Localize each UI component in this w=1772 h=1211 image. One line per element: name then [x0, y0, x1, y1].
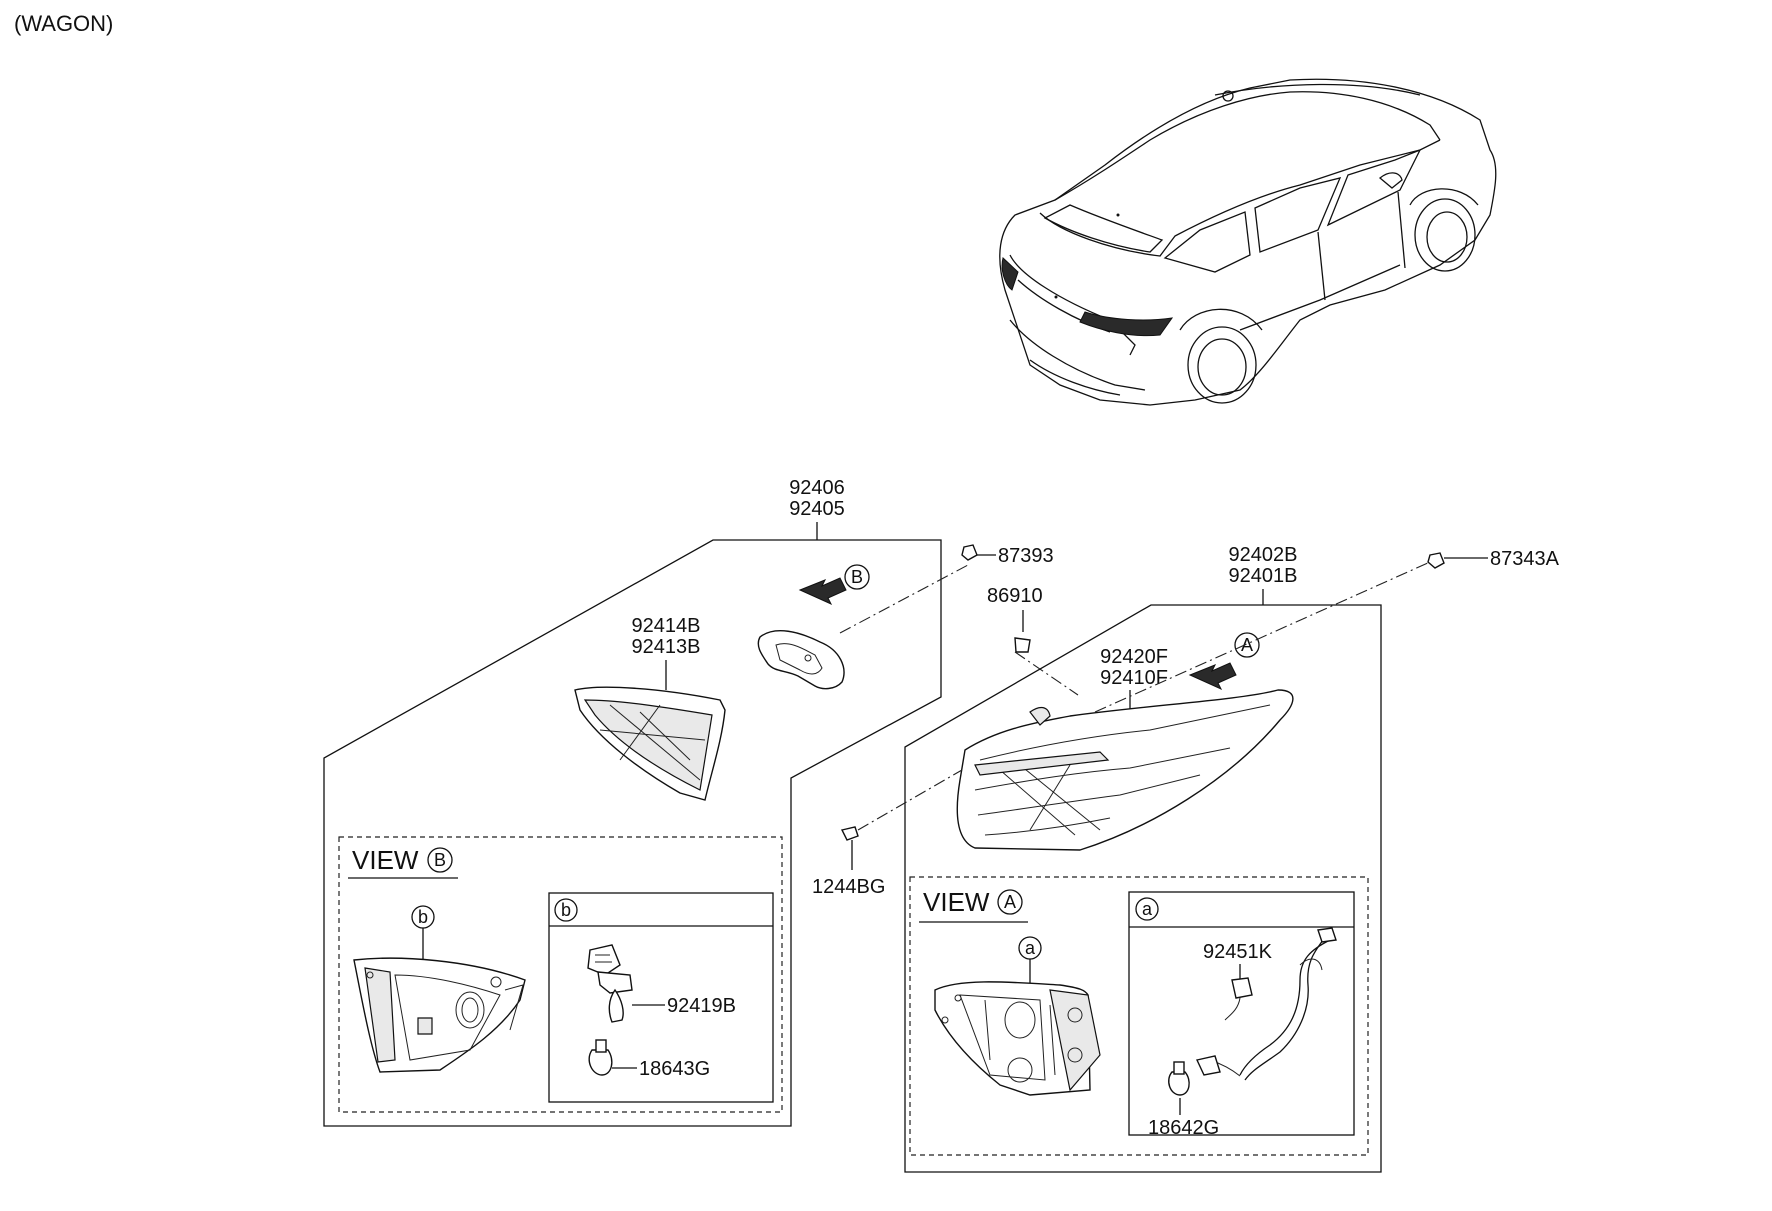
view-a-title: VIEW — [923, 887, 990, 917]
view-a-arrow — [1188, 662, 1237, 691]
screw-1244BG: 1244BG — [812, 769, 963, 898]
wiring-harness-92451K — [1209, 927, 1337, 1081]
bulb-18643G — [588, 1039, 613, 1076]
detail-a-letter: a — [1142, 899, 1153, 919]
variant-label: (WAGON) — [14, 11, 113, 36]
part-number-92413B: 92413B — [632, 636, 701, 658]
lamp-cover-gasket — [757, 630, 845, 690]
part-number-86910: 86910 — [987, 585, 1043, 607]
outer-rear-lamp — [956, 689, 1294, 851]
socket-92419B — [587, 944, 633, 1023]
car-illustration — [999, 78, 1497, 406]
view-b-title: VIEW — [352, 845, 419, 875]
outer-lamp-back-view — [934, 981, 1101, 1096]
marker-a-callout: a — [1025, 938, 1036, 958]
view-b-arrow — [798, 577, 847, 606]
fastener-87393: 87393 — [961, 544, 1054, 567]
part-number-92419B: 92419B — [667, 995, 736, 1017]
view-b-callout-letter: B — [851, 567, 863, 587]
part-number-92402B: 92402B — [1229, 544, 1298, 566]
part-number-92406: 92406 — [789, 477, 845, 499]
part-number-1244BG: 1244BG — [812, 876, 885, 898]
part-number-18643G: 18643G — [639, 1058, 710, 1080]
view-a-panel: VIEW A a a 92451K — [909, 876, 1369, 1156]
inner-lamp-back-view — [353, 957, 526, 1073]
fastener-87343A: 87343A — [1427, 548, 1560, 570]
part-number-92401B: 92401B — [1229, 565, 1298, 587]
fastener-86910: 86910 — [987, 585, 1079, 696]
part-number-18642G: 18642G — [1148, 1117, 1219, 1139]
part-number-92410F: 92410F — [1100, 667, 1168, 689]
view-a-letter: A — [1004, 892, 1016, 912]
part-number-92451K: 92451K — [1203, 941, 1273, 963]
view-a-callout — [1234, 632, 1260, 658]
inner-lamp-assembly: 92406 92405 B 92414B 92413B — [323, 477, 969, 1127]
view-a-callout-letter: A — [1241, 635, 1253, 655]
outer-lamp-assembly: 92402B 92401B A 92420F 92410F — [904, 544, 1431, 1173]
inner-rear-lamp — [574, 686, 726, 801]
part-number-92414B: 92414B — [632, 615, 701, 637]
detail-b-letter: b — [561, 900, 571, 920]
part-number-92405: 92405 — [789, 498, 845, 520]
part-number-92420F: 92420F — [1100, 646, 1168, 668]
view-b-letter: B — [434, 850, 446, 870]
marker-b-callout: b — [418, 907, 428, 927]
view-b-panel: VIEW B b b 92419B — [338, 836, 783, 1113]
view-b-callout — [844, 564, 870, 590]
part-number-87343A: 87343A — [1490, 548, 1560, 570]
part-number-87393: 87393 — [998, 545, 1054, 567]
bulb-18642G — [1168, 1055, 1221, 1096]
